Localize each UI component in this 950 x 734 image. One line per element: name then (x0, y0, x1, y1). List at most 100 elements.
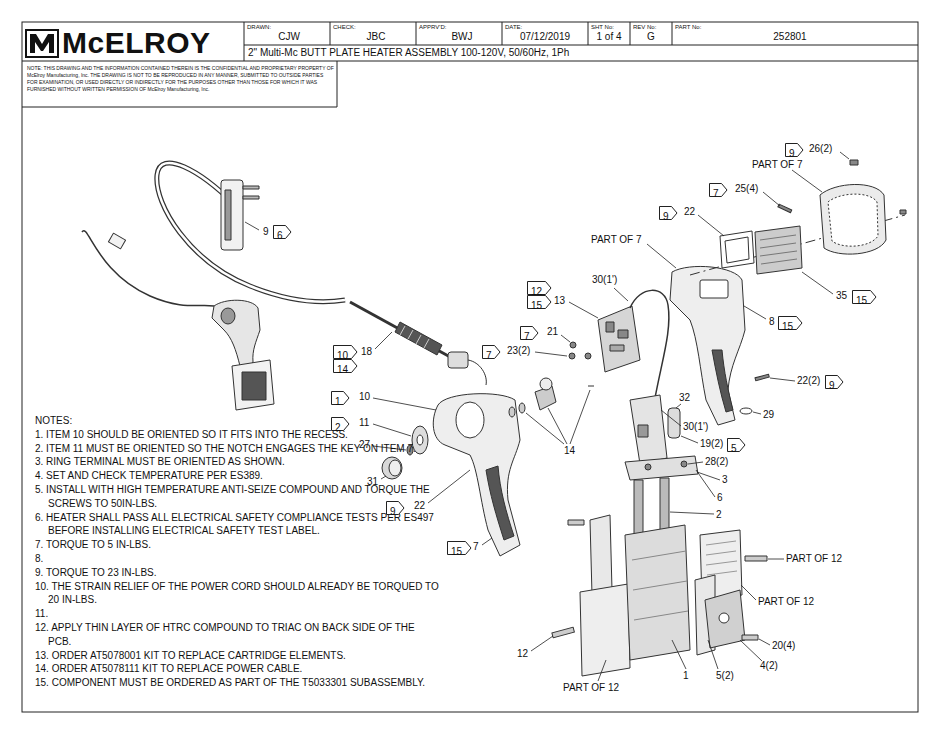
callout-number: 18 (361, 346, 372, 358)
note-flag: 9 (659, 206, 677, 219)
field-value: 252801 (773, 31, 806, 43)
note-text: 6. HEATER SHALL PASS ALL ELECTRICAL SAFE… (35, 511, 440, 539)
note-flag: 7 (520, 326, 538, 339)
logo-icon (26, 30, 58, 57)
callout-number: 22 (684, 206, 695, 218)
callout-number: 8 (769, 316, 775, 328)
callout-number: 29 (763, 409, 774, 421)
callout-number: 9 (263, 226, 269, 238)
note-flag: 1 (331, 391, 349, 404)
note-text: 10. THE STRAIN RELIEF OF THE POWER CORD … (35, 580, 440, 608)
note-flag: 2 (331, 417, 349, 430)
drawing-frame (22, 22, 918, 712)
note-flag: 15 (778, 316, 802, 329)
callout-number: 22(2) (797, 375, 820, 387)
field-label: DATE: (505, 24, 522, 31)
drawing-title: 2" Multi-Mc BUTT PLATE HEATER ASSEMBLY 1… (248, 47, 569, 59)
note-text: 2. ITEM 11 MUST BE ORIENTED SO THE NOTCH… (35, 442, 440, 456)
callout-number: 10 (359, 391, 370, 403)
note-flag: 7 (709, 183, 727, 196)
callout-number: 11 (359, 417, 369, 429)
part-reference: PART OF 7 (752, 159, 803, 171)
note-number: 9 (785, 147, 795, 160)
callout-number: 12 (517, 648, 528, 660)
note-number: 5 (727, 442, 737, 455)
callout-number: 25(4) (735, 183, 758, 195)
note-flag: 7 (482, 345, 500, 358)
callout-number: 13 (554, 295, 565, 307)
callout-number: 26(2) (809, 143, 832, 155)
callout-number: 35 (836, 290, 847, 302)
callout-number: 30(1') (683, 421, 708, 433)
notes-list: NOTES:1. ITEM 10 SHOULD BE ORIENTED SO I… (35, 414, 440, 690)
note-text: 5. INSTALL WITH HIGH TEMPERATURE ANTI-SE… (35, 483, 440, 511)
callout-number: 28(2) (705, 456, 728, 468)
field-value: G (647, 31, 655, 43)
field-value: 07/12/2019 (520, 31, 570, 43)
note-text: 14. ORDER AT5078111 KIT TO REPLACE POWER… (35, 662, 440, 676)
note-number: 15 (447, 545, 462, 558)
note-text: 3. RING TERMINAL MUST BE ORIENTED AS SHO… (35, 455, 440, 469)
note-flag: 15 (447, 541, 471, 554)
note-number: 15 (852, 294, 867, 307)
note-number: 15 (527, 299, 542, 312)
leader-lines (245, 152, 849, 681)
callout-number: 3 (722, 474, 728, 486)
callout-number: 1 (683, 670, 689, 682)
note-number: 7 (482, 349, 492, 362)
note-number: 15 (778, 320, 793, 333)
part-reference: PART OF 12 (758, 596, 814, 608)
note-flag: 9 (825, 375, 843, 388)
note-flag: 15 (852, 290, 876, 303)
note-number: 7 (709, 187, 719, 200)
note-flag: 10 (333, 345, 357, 358)
field-label: DRAWN: (247, 24, 271, 31)
note-number: 2 (331, 421, 341, 434)
note-flag: 9 (386, 501, 404, 514)
callout-number: 20(4) (772, 640, 795, 652)
note-text: 8. (35, 552, 440, 566)
callout-number: 14 (564, 445, 575, 457)
note-number: 1 (331, 395, 341, 408)
note-number: 7 (520, 330, 530, 343)
field-value: BWJ (451, 31, 472, 43)
note-flag: 14 (333, 359, 357, 372)
callout-number: 6 (717, 492, 723, 504)
note-number: 6 (273, 229, 283, 242)
callout-number: 19(2) (700, 438, 723, 450)
field-label: APPRV'D: (419, 24, 446, 31)
note-flag: 9 (785, 143, 803, 156)
confidentiality-note: NOTE: THIS DRAWING AND THE INFORMATION C… (27, 65, 335, 93)
note-text: 15. COMPONENT MUST BE ORDERED AS PART OF… (35, 676, 440, 690)
note-number: 9 (386, 505, 396, 518)
note-number: 9 (659, 210, 669, 223)
note-number: 9 (825, 379, 835, 392)
note-text: 13. ORDER AT5078001 KIT TO REPLACE CARTR… (35, 649, 440, 663)
note-flag: 5 (727, 438, 745, 451)
callout-number: 21 (547, 326, 558, 338)
field-value: JBC (367, 31, 386, 43)
field-label: REV No: (633, 24, 656, 31)
callout-number: 32 (679, 392, 690, 404)
note-flag: 15 (527, 295, 551, 308)
part-reference: PART OF 12 (786, 553, 842, 565)
part-reference: PART OF 7 (591, 234, 642, 246)
note-text: 1. ITEM 10 SHOULD BE ORIENTED SO IT FITS… (35, 428, 440, 442)
part-reference: PART OF 12 (563, 682, 619, 694)
company-logo: McELROY (62, 27, 211, 59)
field-label: PART No: (675, 24, 701, 31)
note-flag: 6 (273, 225, 291, 238)
note-number: 14 (333, 363, 348, 376)
callout-number: 30(1') (592, 274, 617, 286)
note-text: 4. SET AND CHECK TEMPERATURE PER ES389. (35, 469, 440, 483)
note-flag: 12 (527, 281, 551, 294)
field-label: SHT No: (591, 24, 614, 31)
note-text: 12. APPLY THIN LAYER OF HTRC COMPOUND TO… (35, 621, 440, 649)
note-text: 7. TORQUE TO 5 IN-LBS. (35, 538, 440, 552)
callout-number: 7 (473, 541, 479, 553)
callout-number: 22 (414, 500, 425, 512)
notes-heading: NOTES: (35, 414, 440, 428)
callout-number: 23(2) (507, 345, 530, 357)
note-text: 9. TORQUE TO 23 IN-LBS. (35, 566, 440, 580)
callout-number: 2 (716, 509, 722, 521)
